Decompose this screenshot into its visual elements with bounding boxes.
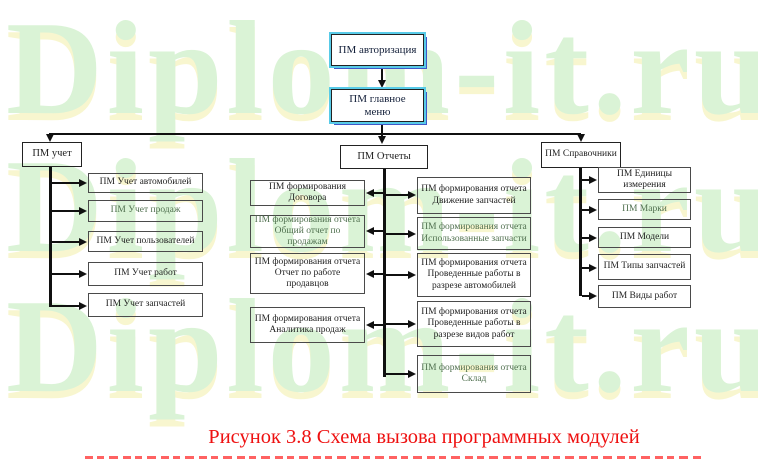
sprav-elbow-4: [582, 267, 590, 269]
node-report-dogovora: ПМ формирования Договора: [250, 180, 365, 206]
node-otchety: ПМ Отчеты: [340, 145, 428, 169]
node-uchet-prodazh: ПМ Учет продаж: [88, 200, 203, 222]
node-marki: ПМ Марки: [598, 199, 691, 220]
arrow-right-sprav-1: [589, 176, 597, 184]
uchet-elbow-5: [52, 305, 80, 307]
node-spravochniki: ПМ Справочники: [541, 142, 621, 168]
node-report-rabote-prodavtsov: ПМ формирования отчета Отчет по работе п…: [250, 253, 365, 294]
node-report-sklad: ПМ формирования отчета Склад: [417, 355, 531, 393]
arrow-left-otchety-4: [366, 321, 374, 329]
sprav-elbow-1: [582, 179, 590, 181]
arrow-right-otchety-4: [408, 320, 416, 328]
otchety-elbow-r2: [386, 233, 409, 235]
sprav-elbow-2: [582, 209, 590, 211]
connector-bus: [49, 133, 581, 135]
node-report-dvizhenie-zapchastey: ПМ формирования отчета Движение запчасте…: [417, 177, 531, 214]
otchety-elbow-r5: [386, 373, 409, 375]
arrow-down-to-uchet: [46, 134, 54, 142]
node-uchet-avtomobiley: ПМ Учет автомобилей: [88, 173, 203, 193]
watermark-row-3: Diplom-it.ru: [6, 272, 758, 420]
arrow-right-uchet-2: [79, 207, 87, 215]
arrow-down-to-otchety: [378, 136, 386, 144]
node-report-raboty-avtomobiley: ПМ формирования отчета Проведенные работ…: [417, 253, 531, 297]
arrow-right-otchety-3: [408, 271, 416, 279]
uchet-elbow-2: [52, 210, 80, 212]
node-report-ispolzovannye-zapchasti: ПМ формирования отчета Использованные за…: [417, 217, 531, 250]
arrow-right-otchety-1: [408, 191, 416, 199]
connector-auth-menu: [381, 68, 383, 81]
otchety-elbow-r4: [386, 323, 409, 325]
node-uchet-polzovateley: ПМ Учет пользователей: [88, 231, 203, 252]
node-tipy-zapchastey: ПМ Типы запчастей: [598, 254, 691, 280]
truncated-text-line: [85, 456, 703, 459]
arrow-right-uchet-5: [79, 302, 87, 310]
otchety-trunk: [383, 169, 386, 377]
otchety-elbow-l2: [369, 230, 384, 232]
arrow-right-sprav-4: [589, 264, 597, 272]
node-authorization: ПМ авторизация: [329, 32, 426, 68]
node-main-menu: ПМ главное меню: [329, 87, 426, 124]
otchety-elbow-l3: [369, 273, 384, 275]
figure-caption: Рисунок 3.8 Схема вызова программных мод…: [208, 426, 640, 448]
node-report-analitika-prodazh: ПМ формирования отчета Аналитика продаж: [250, 307, 365, 343]
node-report-obschiy-otchet: ПМ формирования отчета Общий отчет по пр…: [250, 215, 365, 248]
arrow-right-uchet-3: [79, 238, 87, 246]
arrow-left-otchety-2: [366, 227, 374, 235]
arrow-left-otchety-3: [366, 270, 374, 278]
arrow-right-otchety-2: [408, 230, 416, 238]
arrow-right-sprav-5: [589, 292, 597, 300]
uchet-trunk: [49, 167, 52, 307]
arrow-right-sprav-2: [589, 206, 597, 214]
uchet-elbow-4: [52, 273, 80, 275]
arrow-down-to-main-menu: [378, 80, 386, 88]
node-report-raboty-vidov-rabot: ПМ формирования отчета Проведенные работ…: [417, 301, 531, 347]
arrow-down-to-spravochniki: [577, 134, 585, 142]
arrow-right-uchet-4: [79, 270, 87, 278]
uchet-elbow-1: [52, 182, 80, 184]
otchety-elbow-r1: [386, 194, 409, 196]
arrow-right-uchet-1: [79, 179, 87, 187]
node-uchet: ПМ учет: [22, 142, 82, 167]
node-vidy-rabot: ПМ Виды работ: [598, 285, 691, 308]
node-modeli: ПМ Модели: [598, 227, 691, 248]
connector-menu-bus: [381, 124, 383, 136]
node-edinitsy-izmereniya: ПМ Единицы измерения: [598, 167, 691, 193]
spravochniki-trunk: [579, 168, 582, 296]
node-uchet-rabot: ПМ Учет работ: [88, 262, 203, 286]
watermark-row-2: Diplom-it.ru: [6, 132, 758, 280]
otchety-elbow-r3: [386, 274, 409, 276]
arrow-right-otchety-5: [408, 370, 416, 378]
node-uchet-zapchastey: ПМ Учет запчастей: [88, 293, 203, 317]
sprav-elbow-5: [582, 295, 590, 297]
otchety-elbow-l1: [369, 192, 384, 194]
otchety-elbow-l4: [369, 324, 384, 326]
uchet-elbow-3: [52, 241, 80, 243]
arrow-left-otchety-1: [366, 189, 374, 197]
sprav-elbow-3: [582, 237, 590, 239]
arrow-right-sprav-3: [589, 234, 597, 242]
